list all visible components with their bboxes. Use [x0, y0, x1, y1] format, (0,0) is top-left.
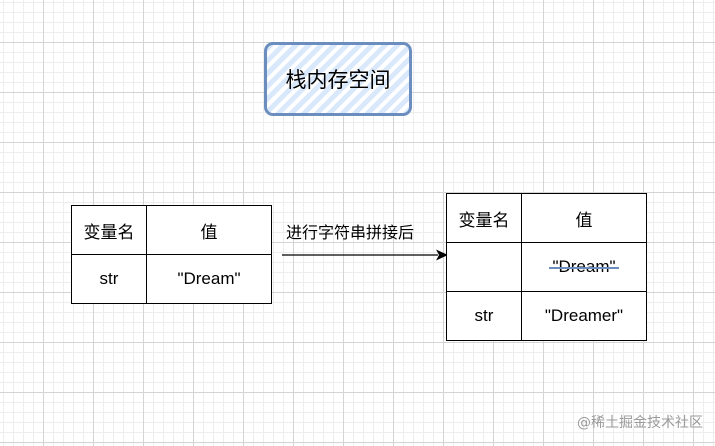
table-row: str "Dream" [71, 254, 272, 304]
table-header-row: 变量名 值 [446, 193, 647, 243]
right-variable-table: 变量名 值 "Dream" str "Dreamer" [446, 193, 647, 341]
cell-variable-name: str [446, 291, 522, 341]
cell-value-struck: "Dream" [521, 242, 647, 292]
table-row: "Dream" [446, 242, 647, 292]
table-row: str "Dreamer" [446, 291, 647, 341]
title-box: 栈内存空间 [264, 42, 412, 116]
struck-value-text: "Dream" [549, 257, 619, 276]
cell-value: "Dreamer" [521, 291, 647, 341]
cell-value: "Dream" [146, 254, 272, 304]
watermark: @稀土掘金技术社区 [577, 415, 703, 431]
title-text: 栈内存空间 [285, 68, 391, 92]
header-variable-name: 变量名 [71, 205, 147, 255]
header-value: 值 [521, 193, 647, 243]
left-variable-table: 变量名 值 str "Dream" [71, 205, 272, 304]
cell-variable-name: str [71, 254, 147, 304]
cell-variable-name-empty [446, 242, 522, 292]
arrow-label: 进行字符串拼接后 [286, 223, 415, 242]
header-variable-name: 变量名 [446, 193, 522, 243]
header-value: 值 [146, 205, 272, 255]
table-header-row: 变量名 值 [71, 205, 272, 255]
arrow-right-icon [282, 249, 448, 261]
